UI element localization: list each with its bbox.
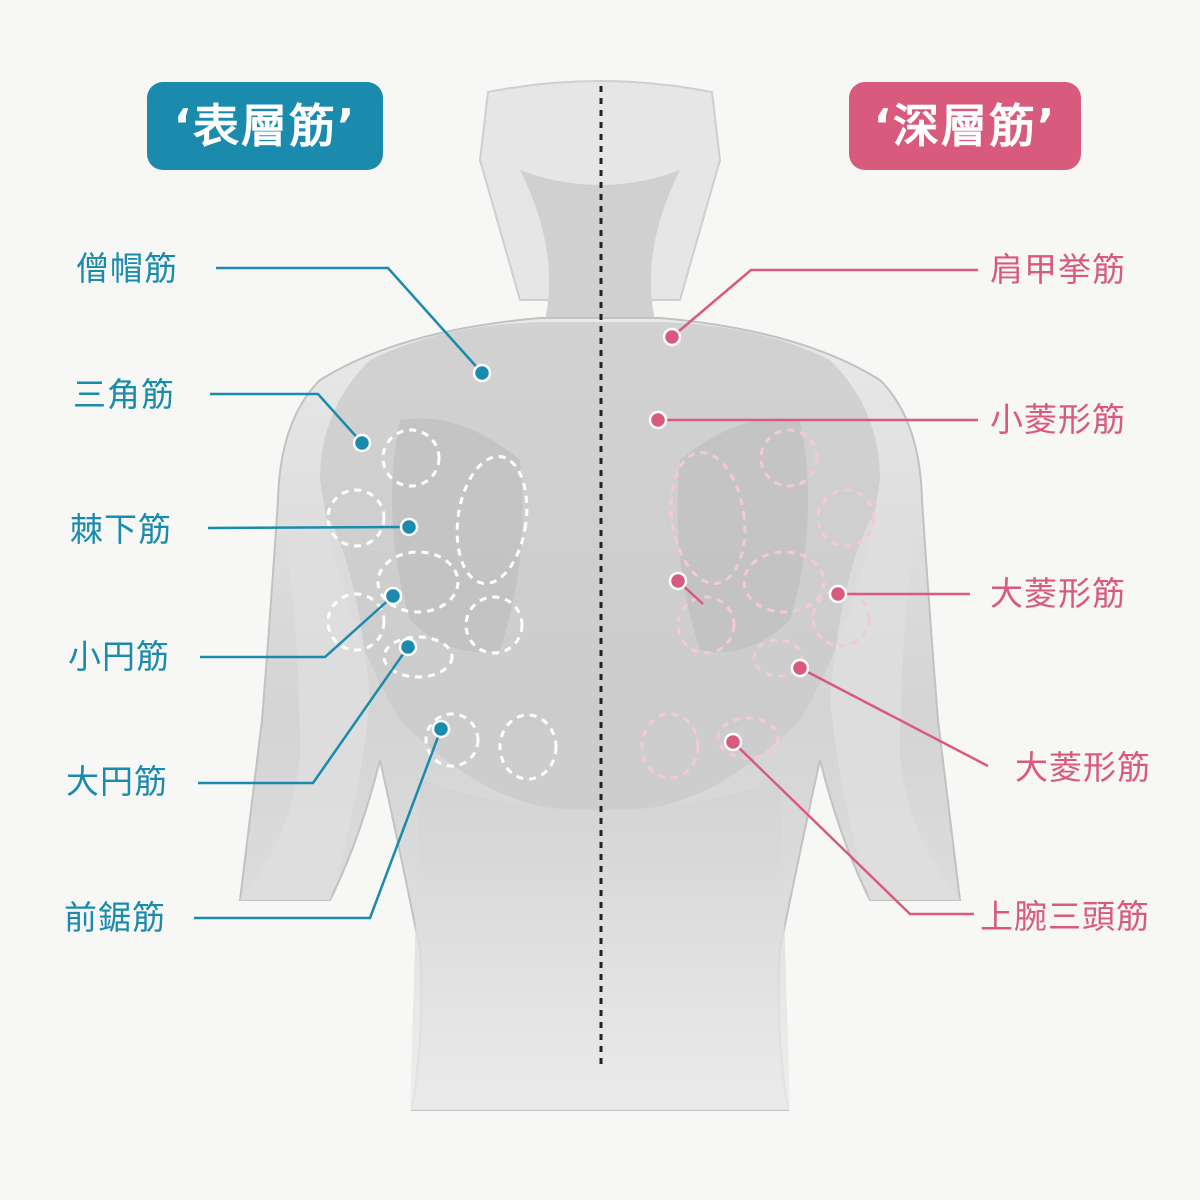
leader-dot <box>723 732 743 752</box>
superficial-badge: ‘表層筋’ <box>147 82 383 170</box>
marker-ellipse <box>326 488 386 548</box>
marker-ellipse <box>424 712 480 768</box>
leader-line <box>216 266 483 374</box>
right-scapula <box>677 418 808 652</box>
left-arm <box>240 500 370 900</box>
leader-line <box>194 728 443 920</box>
label-trapezius: 僧帽筋 <box>76 249 178 288</box>
lower-back <box>410 780 790 1110</box>
leader-line <box>210 392 363 444</box>
leader-line <box>198 646 410 785</box>
label-infraspinatus: 棘下筋 <box>70 510 172 549</box>
leader-dot <box>790 658 810 678</box>
deep-badge: ‘深層筋’ <box>849 82 1081 170</box>
leader-dot <box>431 719 451 739</box>
leader-dot <box>398 637 418 657</box>
marker-ellipse <box>498 713 558 781</box>
leader-line <box>732 741 974 916</box>
deep-dots <box>648 327 848 752</box>
leader-dot <box>472 363 492 383</box>
left-scapula <box>392 418 523 652</box>
leader-dot <box>648 410 668 430</box>
leader-line <box>671 268 978 338</box>
leader-line <box>200 595 394 659</box>
label-deltoid: 三角筋 <box>73 375 175 414</box>
leader-dot <box>352 433 372 453</box>
marker-ellipse <box>640 712 700 780</box>
leader-dot <box>668 571 688 591</box>
marker-ellipse <box>816 488 876 548</box>
label-rhomboid-minor: 小菱形筋 <box>990 400 1126 439</box>
superficial-dots <box>352 363 492 739</box>
marker-ellipse <box>455 454 529 586</box>
label-levator-scapulae: 肩甲挙筋 <box>990 250 1126 289</box>
marker-ellipse <box>676 595 736 655</box>
label-teres-major: 大円筋 <box>66 762 168 801</box>
leader-dot <box>662 327 682 347</box>
leader-dot <box>383 586 403 606</box>
deep-leaders <box>658 268 989 916</box>
marker-ellipse <box>742 550 826 614</box>
leader-line <box>207 525 410 530</box>
leader-line <box>799 666 989 768</box>
label-rhomboid-major: 大菱形筋 <box>990 574 1126 613</box>
leader-dot <box>828 584 848 604</box>
marker-ellipse <box>381 428 441 488</box>
marker-ellipse <box>326 592 386 652</box>
superficial-markers <box>326 428 558 781</box>
label-triceps: 上腕三頭筋 <box>980 897 1150 936</box>
marker-ellipse <box>669 450 747 586</box>
marker-ellipse <box>382 635 454 679</box>
marker-ellipse <box>752 638 804 678</box>
leader-dot <box>399 517 419 537</box>
label-serratus-anterior: 前鋸筋 <box>64 898 166 937</box>
marker-ellipse <box>376 550 460 614</box>
label-rhomboid-major-2: 大菱形筋 <box>1015 748 1151 787</box>
superficial-leaders <box>194 266 483 920</box>
marker-ellipse <box>759 428 819 488</box>
label-teres-minor: 小円筋 <box>68 637 170 676</box>
marker-ellipse <box>464 595 524 655</box>
